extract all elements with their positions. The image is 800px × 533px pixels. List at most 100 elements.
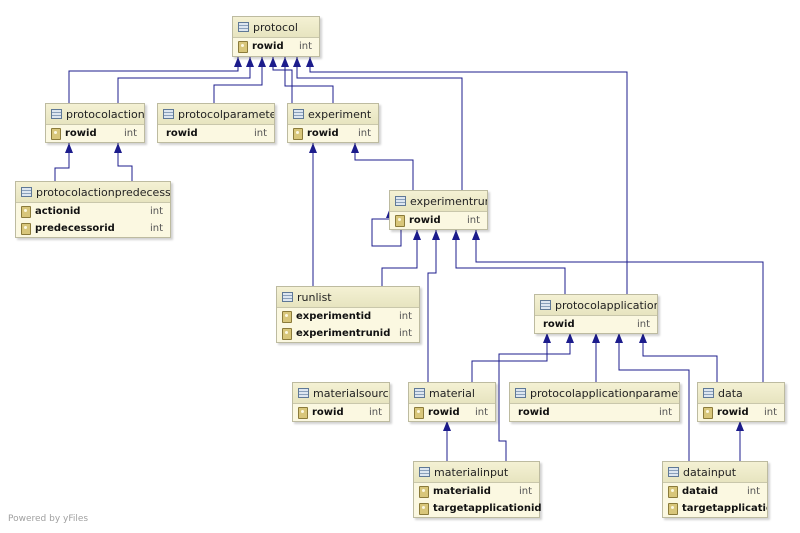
table-material[interactable]: material rowid int <box>408 382 496 422</box>
column-row: rowid int <box>233 38 319 55</box>
table-header: protocol <box>233 17 319 38</box>
primary-key-icon <box>703 406 713 419</box>
table-name: protocolactionpredecessor <box>36 185 170 199</box>
primary-key-icon <box>419 485 429 498</box>
primary-key-icon <box>298 406 308 419</box>
primary-key-icon <box>21 222 31 235</box>
table-name: protocol <box>253 20 298 34</box>
column-type: int <box>658 407 672 418</box>
column-type: int <box>518 486 532 497</box>
edge-experiment-protocol <box>269 57 293 104</box>
column-row: rowid int <box>409 404 495 421</box>
edge-experimentrun-experiment <box>351 143 414 190</box>
table-header: materialinput <box>414 462 539 483</box>
table-name: datainput <box>683 465 737 479</box>
column-name: rowid <box>166 128 198 139</box>
edge-protocolaction-protocol-2 <box>117 57 254 104</box>
edge-experiment-protocol-2 <box>281 57 334 104</box>
column-name: rowid <box>252 41 284 52</box>
column-name: targetapplication <box>682 503 767 514</box>
column-name: rowid <box>717 407 749 418</box>
table-header: experiment <box>288 104 378 125</box>
primary-key-icon <box>238 40 248 53</box>
edge-protocolapplication-protocol <box>306 57 628 295</box>
table-name: materialsource <box>313 386 389 400</box>
table-icon <box>515 388 526 398</box>
table-header: material <box>409 383 495 404</box>
edge-protocolapplication-experimentrun <box>452 230 566 295</box>
column-name: rowid <box>518 407 550 418</box>
column-name: experimentid <box>296 311 372 322</box>
table-experimentrun[interactable]: experimentrun rowid int <box>389 190 488 230</box>
column-name: rowid <box>312 407 344 418</box>
table-name: experiment <box>308 107 372 121</box>
table-protocolapplicationparameter[interactable]: protocolapplicationparameter rowid int <box>509 382 680 422</box>
table-icon <box>298 388 309 398</box>
table-materialsource[interactable]: materialsource rowid int <box>292 382 390 422</box>
column-type: int <box>368 407 382 418</box>
table-name: runlist <box>297 290 332 304</box>
table-icon <box>293 109 304 119</box>
column-name: rowid <box>65 128 97 139</box>
column-row: rowid int <box>390 212 487 229</box>
column-type: int <box>474 407 488 418</box>
edge-material-experimentrun <box>427 230 440 382</box>
primary-key-icon <box>282 327 292 340</box>
edge-pap-actionid <box>54 143 73 182</box>
edge-protocolparameter-protocol <box>213 57 266 104</box>
column-row: rowid int <box>158 125 274 142</box>
edge-runlist-experimentrun <box>381 230 421 286</box>
table-header: protocolapplication <box>535 295 657 316</box>
table-name: protocolaction <box>66 107 144 121</box>
table-icon <box>703 388 714 398</box>
column-name: rowid <box>409 215 441 226</box>
table-icon <box>540 300 551 310</box>
table-name: protocolapplicationparameter <box>530 386 679 400</box>
table-icon <box>238 22 249 32</box>
table-header: runlist <box>277 287 419 308</box>
column-type: int <box>253 128 267 139</box>
column-row: rowid int <box>293 404 389 421</box>
primary-key-icon <box>414 406 424 419</box>
column-type: int <box>466 215 480 226</box>
table-header: datainput <box>663 462 767 483</box>
table-header: experimentrun <box>390 191 487 212</box>
table-header: protocolaction <box>46 104 144 125</box>
table-icon <box>163 109 174 119</box>
column-name: predecessorid <box>35 223 115 234</box>
primary-key-icon <box>668 502 678 515</box>
table-name: material <box>429 386 475 400</box>
column-type: int <box>398 328 412 339</box>
column-type: int <box>298 41 312 52</box>
table-protocolparameter[interactable]: protocolparameter rowid int <box>157 103 275 143</box>
column-name: rowid <box>428 407 460 418</box>
table-name: protocolapplication <box>555 298 657 312</box>
table-name: data <box>718 386 743 400</box>
table-protocol[interactable]: protocol rowid int <box>232 16 320 57</box>
column-type: int <box>149 206 163 217</box>
edge-material-protocolapplication <box>471 333 551 382</box>
primary-key-icon <box>51 127 61 140</box>
table-icon <box>21 187 32 197</box>
edge-pap-predecessorid <box>114 143 133 182</box>
column-type: int <box>357 128 371 139</box>
table-header: protocolparameter <box>158 104 274 125</box>
column-name: targetapplicationid <box>433 503 542 514</box>
table-icon <box>668 467 679 477</box>
